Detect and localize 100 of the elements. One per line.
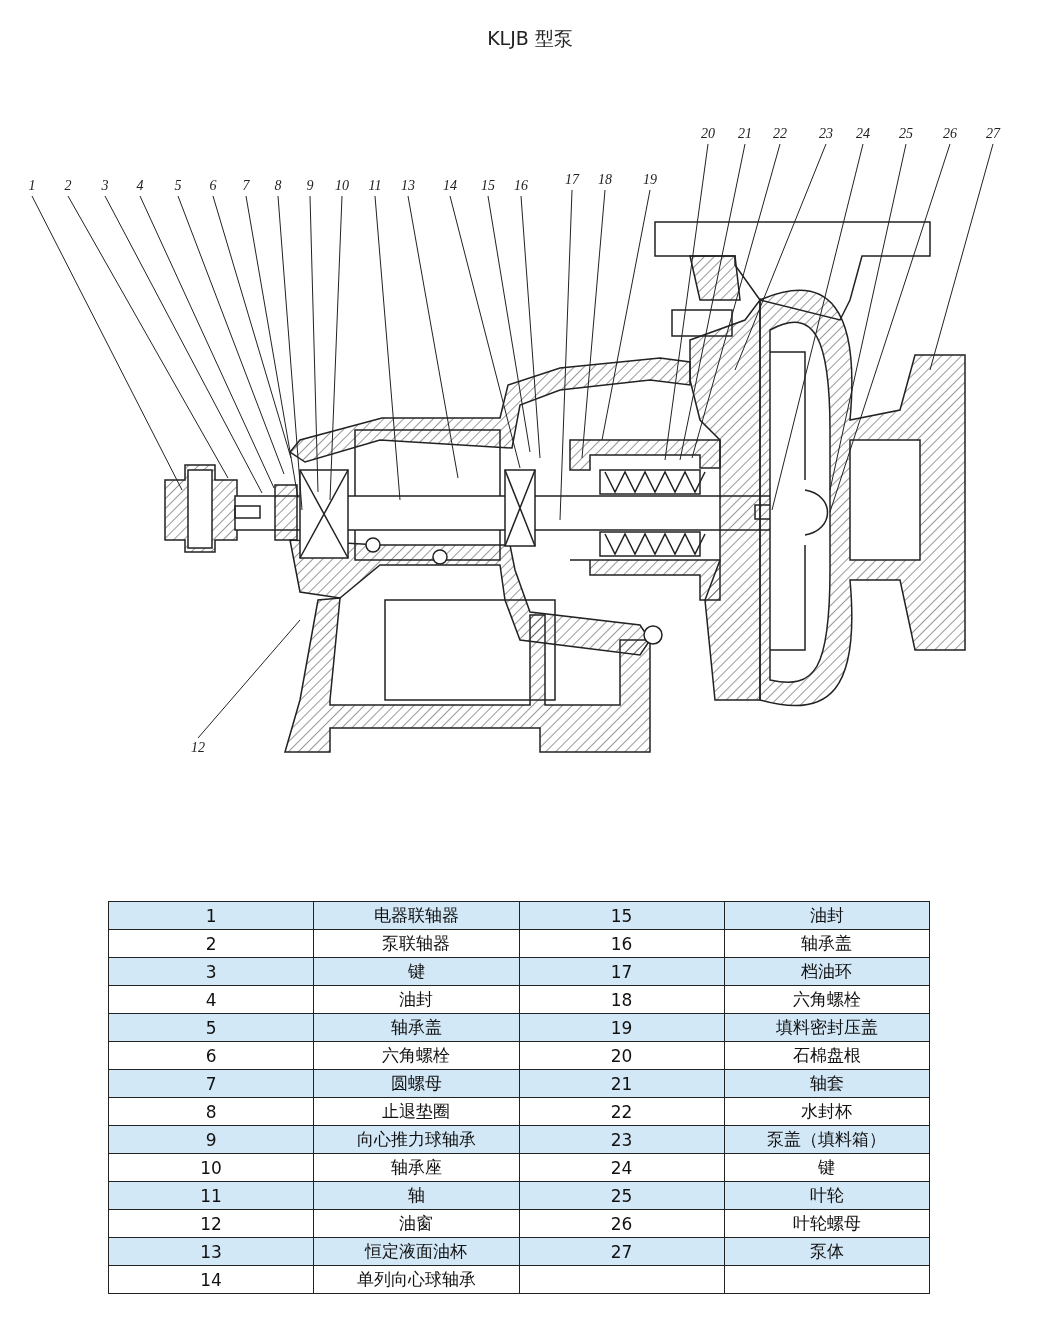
table-cell: 2	[108, 929, 314, 958]
table-cell: 泵联轴器	[313, 929, 519, 958]
table-cell: 键	[313, 957, 519, 986]
callout-number: 5	[165, 177, 191, 195]
callout-number: 8	[265, 177, 291, 195]
table-cell: 轴承盖	[724, 929, 930, 958]
callout-number: 25	[893, 125, 919, 143]
leader-line	[929, 143, 994, 371]
table-cell: 22	[519, 1097, 725, 1126]
table-cell: 单列向心球轴承	[313, 1265, 519, 1294]
table-cell: 泵体	[724, 1237, 930, 1266]
leader-line	[31, 195, 183, 491]
table-cell: 9	[108, 1125, 314, 1154]
table-cell: 5	[108, 1013, 314, 1042]
callout-number: 27	[980, 125, 1006, 143]
leader-line	[734, 143, 827, 371]
leader-line	[407, 195, 459, 479]
callout-number: 4	[127, 177, 153, 195]
table-cell: 6	[108, 1041, 314, 1070]
leader-line	[581, 189, 606, 459]
callout-number: 23	[813, 125, 839, 143]
callout-number: 21	[732, 125, 758, 143]
callout-number: 15	[475, 177, 501, 195]
callout-number: 16	[508, 177, 534, 195]
table-cell: 15	[519, 901, 725, 930]
leader-line	[67, 195, 229, 479]
table-cell: 3	[108, 957, 314, 986]
table-cell: 键	[724, 1153, 930, 1182]
leader-line	[771, 143, 864, 511]
callout-number: 19	[637, 171, 663, 189]
table-cell: 轴	[313, 1181, 519, 1210]
callout-number: 6	[200, 177, 226, 195]
table-cell: 油封	[724, 901, 930, 930]
leader-line	[139, 195, 275, 489]
leader-line	[601, 189, 651, 441]
table-cell: 泵盖（填料箱）	[724, 1125, 930, 1154]
leader-line	[197, 619, 301, 739]
table-cell: 21	[519, 1069, 725, 1098]
leader-line	[829, 143, 951, 513]
table-cell: 20	[519, 1041, 725, 1070]
table-cell: 水封杯	[724, 1097, 930, 1126]
leader-line	[309, 195, 319, 493]
callout-number: 14	[437, 177, 463, 195]
table-cell: 13	[108, 1237, 314, 1266]
table-cell: 10	[108, 1153, 314, 1182]
leader-line	[329, 195, 343, 501]
table-cell: 26	[519, 1209, 725, 1238]
callout-number: 13	[395, 177, 421, 195]
table-cell: 油封	[313, 985, 519, 1014]
table-cell: 轴承座	[313, 1153, 519, 1182]
callout-number: 18	[592, 171, 618, 189]
callout-number: 11	[362, 177, 388, 195]
leader-line	[691, 143, 781, 459]
callout-number: 17	[559, 171, 585, 189]
table-cell: 27	[519, 1237, 725, 1266]
leader-line	[559, 189, 573, 521]
table-cell: 轴套	[724, 1069, 930, 1098]
leader-line	[449, 195, 521, 469]
table-cell: 12	[108, 1209, 314, 1238]
leader-line	[104, 195, 263, 494]
table-cell: 止退垫圈	[313, 1097, 519, 1126]
callout-number: 24	[850, 125, 876, 143]
table-cell: 14	[108, 1265, 314, 1294]
table-cell: 16	[519, 929, 725, 958]
table-cell: 恒定液面油杯	[313, 1237, 519, 1266]
table-cell: 叶轮	[724, 1181, 930, 1210]
table-cell: 电器联轴器	[313, 901, 519, 930]
leader-line	[520, 195, 541, 459]
callout-number: 7	[233, 177, 259, 195]
table-cell: 石棉盘根	[724, 1041, 930, 1070]
table-cell: 1	[108, 901, 314, 930]
table-cell: 油窗	[313, 1209, 519, 1238]
leader-line	[829, 143, 907, 491]
leader-line	[664, 143, 709, 461]
table-cell: 18	[519, 985, 725, 1014]
callout-number: 20	[695, 125, 721, 143]
leader-line	[374, 195, 401, 501]
table-cell: 19	[519, 1013, 725, 1042]
table-cell: 六角螺栓	[724, 985, 930, 1014]
table-cell: 4	[108, 985, 314, 1014]
leader-line	[177, 195, 285, 475]
table-cell: 7	[108, 1069, 314, 1098]
title: KLJB 型泵	[487, 26, 573, 51]
table-cell: 24	[519, 1153, 725, 1182]
callout-number: 9	[297, 177, 323, 195]
callout-number: 12	[185, 739, 211, 757]
callout-number: 3	[92, 177, 118, 195]
callout-number: 22	[767, 125, 793, 143]
table-cell: 圆螺母	[313, 1069, 519, 1098]
callout-number: 26	[937, 125, 963, 143]
table-cell: 25	[519, 1181, 725, 1210]
leader-line	[245, 195, 299, 499]
callout-number: 10	[329, 177, 355, 195]
leader-line	[487, 195, 531, 453]
callout-number: 1	[19, 177, 45, 195]
table-cell: 11	[108, 1181, 314, 1210]
table-cell: 档油环	[724, 957, 930, 986]
table-cell: 向心推力球轴承	[313, 1125, 519, 1154]
table-cell: 叶轮螺母	[724, 1209, 930, 1238]
table-cell: 轴承盖	[313, 1013, 519, 1042]
